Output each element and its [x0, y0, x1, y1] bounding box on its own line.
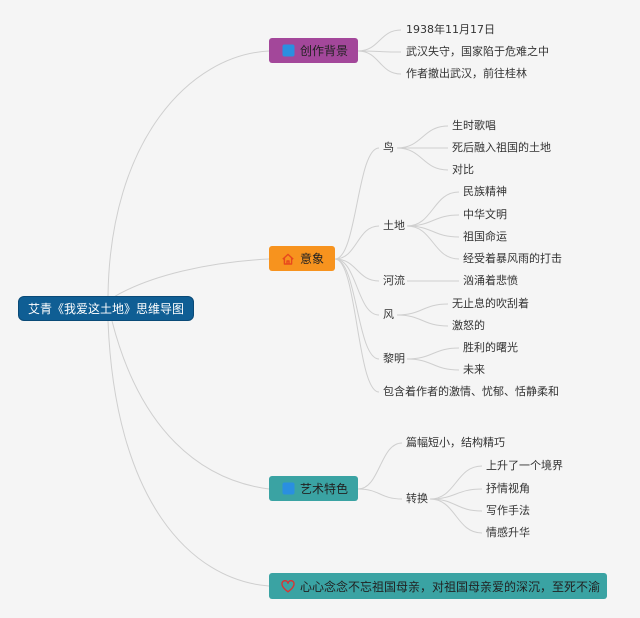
branch-artistic-features: 艺术特色 — [269, 476, 358, 501]
connector-line — [111, 258, 270, 299]
branch-creation-background: 创作背景 — [269, 38, 358, 63]
blue-square-icon — [281, 482, 295, 496]
connector-line — [334, 258, 380, 393]
blue-square-icon — [281, 44, 295, 58]
connector-line — [396, 147, 449, 171]
topic-item: 无止息的吹刮着 — [452, 297, 529, 310]
connector-line — [429, 498, 483, 534]
topic-item: 激怒的 — [452, 319, 485, 332]
connector-line — [396, 314, 449, 327]
connector-line — [357, 442, 403, 490]
connector-line — [406, 225, 460, 260]
subtopic-dawn: 黎明 — [383, 352, 405, 365]
heart-icon — [281, 579, 295, 593]
subtopic-structure: 篇幅短小，结构精巧 — [406, 436, 505, 449]
connector-line — [107, 50, 270, 297]
topic-item: 武汉失守，国家陷于危难之中 — [406, 45, 549, 58]
topic-item: 对比 — [452, 163, 474, 176]
connector-line — [429, 498, 483, 512]
topic-item: 情感升华 — [486, 526, 530, 539]
topic-item: 中华文明 — [463, 208, 507, 221]
connector-line — [406, 191, 460, 227]
central-topic: 艾青《我爱这土地》思维导图 — [18, 296, 194, 321]
subtopic-bird: 鸟 — [383, 141, 394, 154]
subtopic-transition: 转换 — [406, 492, 428, 505]
connector-line — [334, 258, 380, 316]
branch-imagery: 意象 — [269, 246, 335, 271]
connector-line — [429, 488, 483, 500]
connector-line — [357, 488, 403, 500]
branch-label: 意象 — [300, 252, 325, 266]
home-icon — [281, 252, 295, 266]
topic-item: 生时歌唱 — [452, 119, 496, 132]
topic-item: 汹涌着悲愤 — [463, 274, 518, 287]
subtopic-river: 河流 — [383, 274, 405, 287]
topic-item: 胜利的曙光 — [463, 341, 518, 354]
connector-line — [334, 225, 380, 260]
connector-line — [334, 258, 380, 282]
topic-item: 作者撤出武汉，前往桂林 — [406, 67, 527, 80]
topic-item: 写作手法 — [486, 504, 530, 517]
topic-item: 祖国命运 — [463, 230, 507, 243]
topic-item: 1938年11月17日 — [406, 23, 495, 36]
subtopic-land: 土地 — [383, 219, 405, 232]
topic-item: 死后融入祖国的土地 — [452, 141, 551, 154]
topic-item: 抒情视角 — [486, 482, 530, 495]
connector-line — [111, 320, 270, 490]
connector-line — [396, 303, 449, 316]
connector-line — [357, 29, 402, 52]
connector-line — [406, 347, 460, 360]
topic-item: 经受着暴风雨的打击 — [463, 252, 562, 265]
subtopic-emotion: 包含着作者的激情、忧郁、恬静柔和 — [383, 385, 559, 398]
connector-line — [357, 50, 402, 75]
branch-theme: 心心念念不忘祖国母亲，对祖国母亲爱的深沉，至死不渝 — [269, 573, 607, 599]
branch-label: 艺术特色 — [300, 482, 349, 496]
topic-item: 未来 — [463, 363, 485, 376]
subtopic-wind: 风 — [383, 308, 394, 321]
connector-line — [396, 125, 449, 149]
topic-item: 民族精神 — [463, 185, 507, 198]
connector-line — [334, 258, 380, 360]
topic-item: 上升了一个境界 — [486, 459, 563, 472]
connector-line — [334, 147, 380, 260]
connector-line — [429, 465, 483, 500]
connector-line — [107, 320, 270, 587]
branch-label: 创作背景 — [300, 44, 349, 58]
connector-line — [406, 358, 460, 371]
connector-line — [406, 214, 460, 227]
branch-label: 心心念念不忘祖国母亲，对祖国母亲爱的深沉，至死不渝 — [300, 579, 601, 594]
